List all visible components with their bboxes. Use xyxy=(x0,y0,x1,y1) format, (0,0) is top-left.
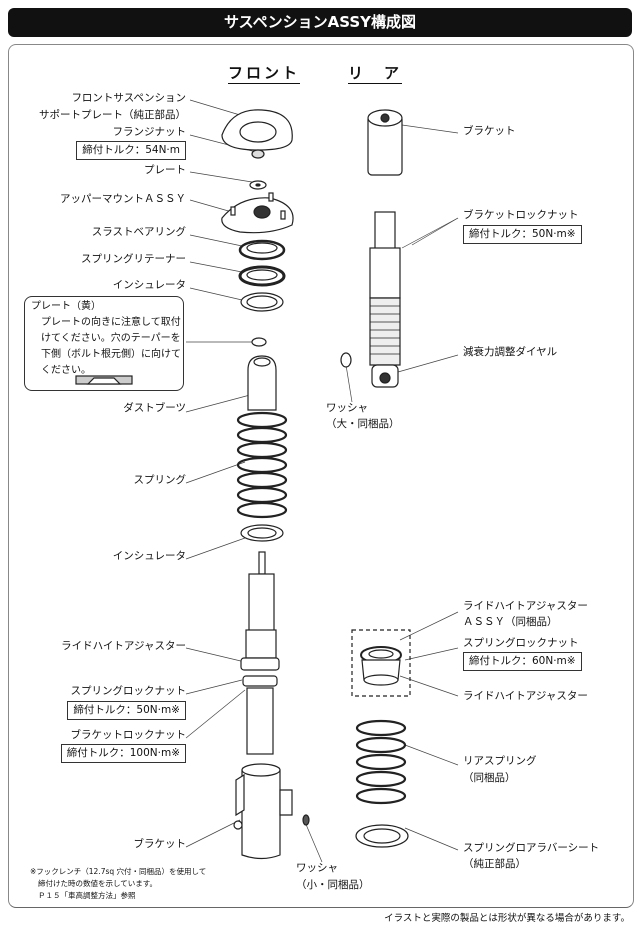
disclaimer: イラストと実際の製品とは形状が異なる場合があります。 xyxy=(384,913,630,924)
footnote-3: Ｐ１５「車高調整方法」参照 xyxy=(38,891,136,900)
label-plate: プレート xyxy=(144,164,186,176)
label-bracket: ブラケット xyxy=(133,838,187,850)
washer-small xyxy=(302,814,310,826)
spring-lock-nut xyxy=(242,675,278,687)
front-heading: フロント xyxy=(228,64,301,84)
label-rear-bracket-lock-nut: ブラケットロックナット xyxy=(463,209,579,221)
torque-rear-spring-lock-nut: 締付トルク：60N·m※ xyxy=(463,652,582,671)
front-shock xyxy=(240,551,280,755)
rear-heading: リ ア xyxy=(348,64,403,84)
insulator-top xyxy=(240,292,284,312)
label-ride-height-assy-2: ＡＳＳＹ（同梱品） xyxy=(463,616,558,628)
note-title: プレート（黄） xyxy=(31,301,101,312)
label-rear-spring-lock-nut: スプリングロックナット xyxy=(463,637,579,649)
label-spring-retainer: スプリングリテーナー xyxy=(81,253,186,265)
label-spring: スプリング xyxy=(133,474,187,486)
note-line: ください。 xyxy=(41,365,91,376)
leader-lines xyxy=(185,99,459,863)
label-thrust-bearing: スラストベアリング xyxy=(91,226,186,238)
note-line: 下側（ボルト根元側）に向けて xyxy=(41,349,181,360)
rear-ride-height-adjuster xyxy=(360,646,402,686)
front-bracket xyxy=(233,763,293,860)
label-ride-height-assy-1: ライドハイトアジャスター xyxy=(463,600,588,612)
torque-bracket-lock-nut: 締付トルク：100N·m※ xyxy=(60,744,186,763)
label-insulator-bottom: インシュレータ xyxy=(112,550,186,562)
label-dust-boot: ダストブーツ xyxy=(123,402,186,414)
label-washer-large-2: （大・同梱品） xyxy=(326,418,400,430)
dust-boot xyxy=(247,355,277,411)
thrust-bearing xyxy=(238,239,286,261)
plate-top xyxy=(249,180,267,190)
plate-taper-symbol xyxy=(75,375,133,385)
note-line: プレートの向きに注意して取付 xyxy=(41,317,181,328)
rear-shock xyxy=(369,211,401,388)
front-spring xyxy=(236,411,288,519)
label-bracket-lock-nut: ブラケットロックナット xyxy=(70,729,187,741)
spring-retainer xyxy=(238,265,286,287)
insulator-bottom xyxy=(240,524,284,542)
torque-rear-bracket-lock-nut: 締付トルク：50N·m※ xyxy=(463,225,582,244)
label-lower-rubber-seat-1: スプリングロアラバーシート xyxy=(463,842,600,854)
plate-yellow xyxy=(251,337,267,347)
label-upper-mount: アッパーマウントＡＳＳＹ xyxy=(60,193,186,205)
plate-note: プレート（黄） プレートの向きに注意して取付 けてください。穴のテーパーを 下側… xyxy=(24,296,184,391)
upper-mount xyxy=(221,192,294,234)
torque-flange-nut: 締付トルク：54N·m xyxy=(76,141,186,160)
washer-large xyxy=(340,352,352,368)
label-washer-small-1: ワッシャ xyxy=(296,862,338,874)
label-washer-large-1: ワッシャ xyxy=(326,402,368,414)
page-title: サスペンションASSY構成図 xyxy=(8,8,632,37)
label-lower-rubber-seat-2: （純正部品） xyxy=(463,858,526,870)
note-line: けてください。穴のテーパーを xyxy=(41,333,181,344)
label-support-plate-1: フロントサスペンション xyxy=(71,92,186,104)
label-washer-small-2: （小・同梱品） xyxy=(296,879,370,891)
footnote-1: ※フックレンチ（12.7sq 穴付・同梱品）を使用して xyxy=(30,867,207,876)
support-plate xyxy=(221,109,293,151)
rear-bracket xyxy=(367,109,403,176)
label-rear-spring-2: （同梱品） xyxy=(463,772,516,784)
ride-height-assy-outline xyxy=(351,629,411,697)
flange-nut xyxy=(251,149,265,159)
label-flange-nut: フランジナット xyxy=(112,126,187,138)
ride-height-adjuster xyxy=(240,657,280,671)
label-ride-height-adjuster: ライドハイトアジャスター xyxy=(61,640,186,652)
label-damping-dial: 減衰力調整ダイヤル xyxy=(463,346,558,358)
label-rear-bracket: ブラケット xyxy=(463,125,516,137)
diagram-frame xyxy=(8,44,634,908)
lower-rubber-seat xyxy=(355,824,409,848)
label-spring-lock-nut: スプリングロックナット xyxy=(70,685,187,697)
label-rear-spring-1: リアスプリング xyxy=(463,755,537,767)
label-insulator-top: インシュレータ xyxy=(112,279,186,291)
rear-spring xyxy=(355,719,407,805)
label-rear-ride-height-adjuster: ライドハイトアジャスター xyxy=(463,690,588,702)
label-support-plate-2: サポートプレート（純正部品） xyxy=(39,109,186,121)
torque-spring-lock-nut: 締付トルク：50N·m※ xyxy=(67,701,186,720)
footnote-2: 締付けた時の数値を示しています。 xyxy=(38,879,158,888)
